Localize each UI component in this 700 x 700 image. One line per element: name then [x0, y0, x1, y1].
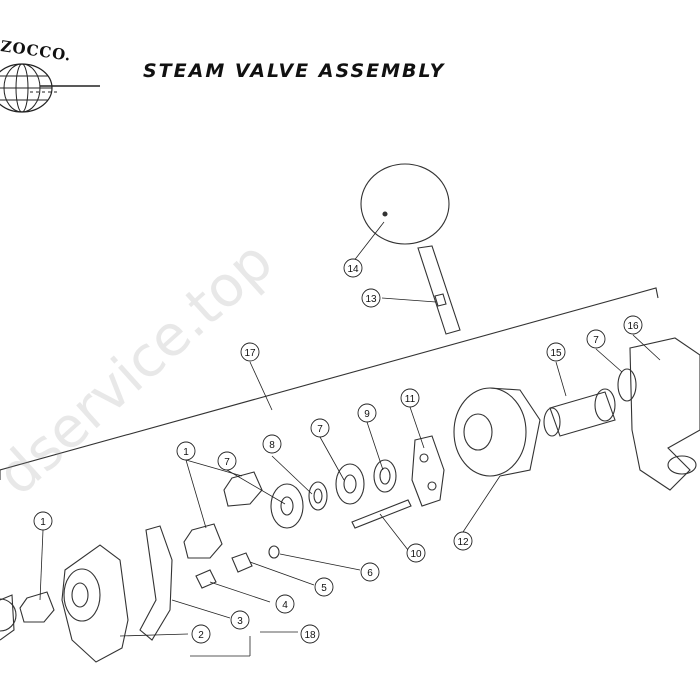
callout-label: 7	[317, 424, 323, 435]
callout-label: 4	[282, 600, 288, 611]
callout-circle	[275, 594, 295, 614]
part-bushing	[231, 552, 253, 573]
callout-label: 7	[593, 335, 599, 346]
callout-label: 8	[269, 440, 275, 451]
part-small-ring	[268, 545, 280, 559]
callout-label: 2	[198, 630, 204, 641]
callout-label: 16	[627, 321, 639, 332]
part-valve-body	[629, 337, 700, 491]
callout-label: 17	[244, 348, 256, 359]
callout-label: 5	[321, 583, 327, 594]
part-washer-8	[308, 481, 328, 511]
callout-circle	[400, 388, 420, 408]
part-nut-left	[19, 591, 55, 623]
part-spindle	[549, 391, 616, 437]
callout-label: 13	[365, 294, 377, 305]
callout-label: 10	[410, 549, 422, 560]
callout-label: 9	[364, 409, 370, 420]
callout-circle	[406, 543, 426, 563]
logo-globe-icon	[0, 63, 100, 113]
callout-circle	[300, 624, 320, 644]
assembly-bracket-17	[0, 287, 659, 471]
callout-circle	[33, 511, 53, 531]
part-cam-plate	[411, 435, 445, 507]
callout-label: 3	[237, 616, 243, 627]
part-nut-upper	[223, 471, 263, 507]
part-housing	[61, 544, 129, 663]
part-nut-mid	[183, 523, 223, 559]
part-washer-right	[617, 368, 637, 402]
part-washer-9	[373, 459, 397, 493]
part-washer-7b	[335, 463, 365, 505]
page-title: STEAM VALVE ASSEMBLY	[143, 60, 446, 82]
callout-circle	[310, 418, 330, 438]
callout-circle	[314, 577, 334, 597]
callout-circle	[361, 288, 381, 308]
part-pin	[351, 499, 412, 529]
callout-circle	[453, 531, 473, 551]
callout-label: 1	[40, 517, 46, 528]
callout-circle	[357, 403, 377, 423]
callout-circle	[217, 451, 237, 471]
callout-circle	[623, 315, 643, 335]
part-small-bushing	[195, 569, 217, 589]
callout-label: 14	[347, 264, 359, 275]
callout-circle	[343, 258, 363, 278]
part-lever	[139, 525, 173, 641]
callout-label: 18	[304, 630, 316, 641]
callout-circle	[230, 610, 250, 630]
callout-circle	[240, 342, 260, 362]
callout-circle	[191, 624, 211, 644]
callout-label: 7	[224, 457, 230, 468]
callout-label: 6	[367, 568, 373, 579]
part-stem	[417, 245, 461, 335]
callout-circle	[546, 342, 566, 362]
part-cam-disc	[453, 387, 527, 477]
part-washer-7a	[270, 483, 304, 529]
part-knob	[360, 163, 450, 245]
callout-label: 1	[183, 447, 189, 458]
callout-label: 11	[405, 394, 416, 405]
callout-label: 15	[550, 348, 562, 359]
callout-circle	[586, 329, 606, 349]
callout-circle	[262, 434, 282, 454]
callout-layer: 1 1 2 3 4 5 6 7 8 7 9 11 12 10 13 14 15 …	[33, 258, 643, 644]
callout-circle	[360, 562, 380, 582]
callout-circle	[176, 441, 196, 461]
callout-label: 12	[457, 537, 469, 548]
